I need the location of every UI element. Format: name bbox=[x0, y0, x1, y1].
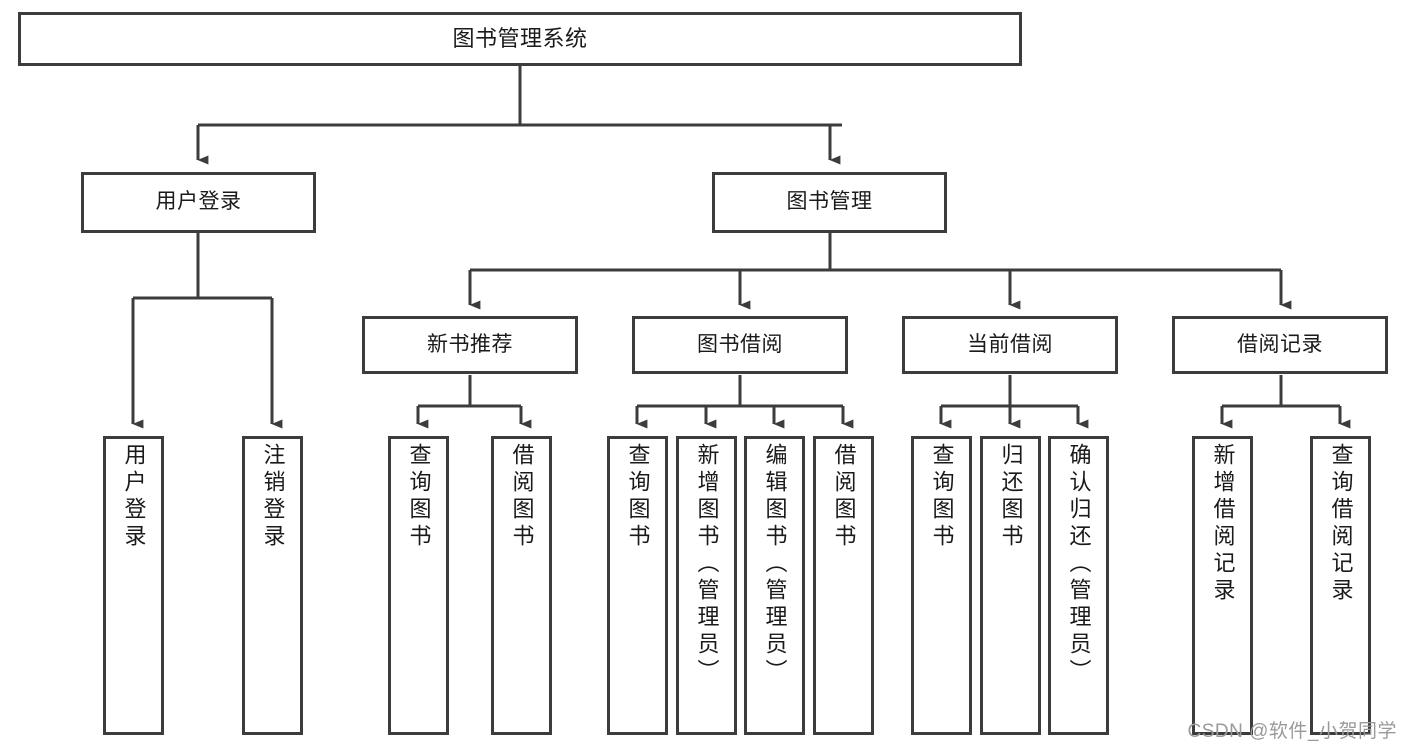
node-user-login[interactable]: 用户登录 bbox=[81, 172, 316, 233]
node-leaf-query-book-borrow[interactable]: 查询图书 bbox=[607, 436, 668, 735]
node-label: 新书推荐 bbox=[427, 332, 513, 356]
node-leaf-query-borrow-record[interactable]: 查询借阅记录 bbox=[1310, 436, 1371, 735]
edge-book-mgmt-to-level2 bbox=[468, 233, 1292, 310]
node-label: 图书管理 bbox=[786, 190, 873, 214]
node-label: 新增借阅记录 bbox=[1210, 443, 1236, 605]
node-new-book-recommend[interactable]: 新书推荐 bbox=[362, 316, 578, 374]
node-leaf-logout[interactable]: 注销登录 bbox=[242, 436, 303, 735]
node-book-management[interactable]: 图书管理 bbox=[712, 172, 947, 233]
node-root-book-management-system[interactable]: 图书管理系统 bbox=[18, 12, 1022, 66]
edge-user-login-to-leaves bbox=[131, 233, 283, 429]
node-leaf-user-login[interactable]: 用户登录 bbox=[103, 436, 164, 735]
node-label: 归还图书 bbox=[998, 443, 1024, 551]
node-label: 借阅图书 bbox=[509, 443, 535, 551]
node-leaf-edit-book-admin[interactable]: 编辑图书（管理员） bbox=[744, 436, 805, 735]
node-label: 注销登录 bbox=[260, 443, 286, 551]
node-leaf-add-borrow-record[interactable]: 新增借阅记录 bbox=[1192, 436, 1253, 735]
node-label: 图书借阅 bbox=[697, 332, 783, 356]
node-label: 用户登录 bbox=[121, 443, 147, 551]
edge-new-book-to-leaves bbox=[416, 375, 532, 429]
node-label: 查询借阅记录 bbox=[1328, 443, 1354, 605]
node-current-borrow[interactable]: 当前借阅 bbox=[902, 316, 1118, 374]
node-label: 当前借阅 bbox=[967, 332, 1053, 356]
node-label: 借阅记录 bbox=[1237, 332, 1323, 356]
node-leaf-borrow-book-recommend[interactable]: 借阅图书 bbox=[491, 436, 552, 735]
node-label: 确认归还（管理员） bbox=[1066, 443, 1092, 686]
node-label: 新增图书（管理员） bbox=[694, 443, 720, 686]
edge-book-borrow-to-leaves bbox=[635, 375, 854, 429]
node-label: 查询图书 bbox=[406, 443, 432, 551]
node-label: 借阅图书 bbox=[831, 443, 857, 551]
node-label: 查询图书 bbox=[929, 443, 955, 551]
node-borrow-record[interactable]: 借阅记录 bbox=[1172, 316, 1388, 374]
node-label: 用户登录 bbox=[155, 190, 242, 214]
watermark-text: CSDN @软件_小贺同学 bbox=[1187, 721, 1397, 742]
edge-root-to-level1 bbox=[196, 66, 842, 165]
node-leaf-add-book-admin[interactable]: 新增图书（管理员） bbox=[676, 436, 737, 735]
node-label: 编辑图书（管理员） bbox=[762, 443, 788, 686]
node-book-borrow[interactable]: 图书借阅 bbox=[632, 316, 848, 374]
edge-borrow-record-to-leaves bbox=[1220, 375, 1351, 429]
edge-current-borrow-to-leaves bbox=[939, 375, 1089, 429]
node-leaf-borrow-book[interactable]: 借阅图书 bbox=[813, 436, 874, 735]
node-label: 查询图书 bbox=[625, 443, 651, 551]
node-label: 图书管理系统 bbox=[452, 25, 588, 51]
node-leaf-query-book-recommend[interactable]: 查询图书 bbox=[388, 436, 449, 735]
node-leaf-query-book-current[interactable]: 查询图书 bbox=[911, 436, 972, 735]
node-leaf-return-book[interactable]: 归还图书 bbox=[980, 436, 1041, 735]
node-leaf-confirm-return-admin[interactable]: 确认归还（管理员） bbox=[1048, 436, 1109, 735]
